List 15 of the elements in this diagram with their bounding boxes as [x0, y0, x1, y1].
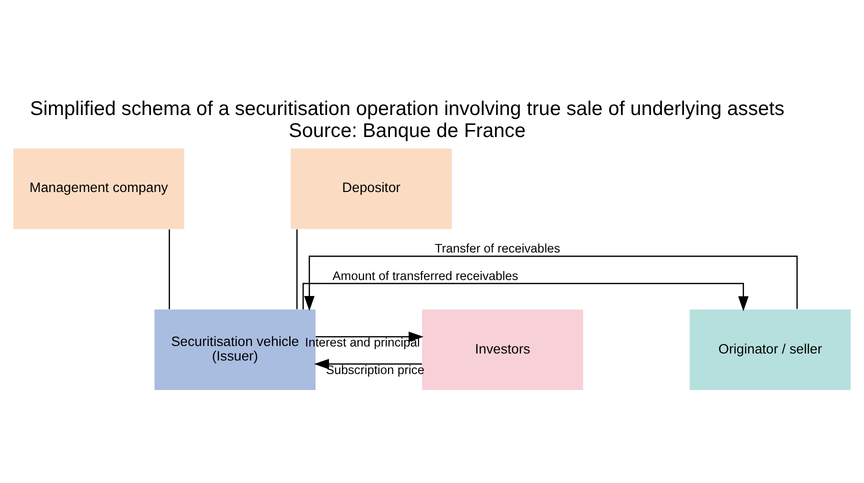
- caption: Source: Banque de France: [288, 120, 526, 142]
- edge-label: Interest and principal: [305, 335, 420, 350]
- arrow: [316, 331, 424, 342]
- arrow: [314, 358, 422, 369]
- connector: [168, 228, 170, 309]
- edge-label: Amount of transferred receivables: [332, 268, 518, 282]
- node-box: Management company: [13, 148, 184, 228]
- node-box: Depositor: [290, 148, 452, 228]
- connector: [296, 228, 298, 309]
- edge-label: Transfer of receivables: [434, 241, 560, 256]
- arrow: [304, 255, 798, 310]
- edge-label: Subscription price: [326, 362, 424, 376]
- node-box: Originator / seller: [690, 309, 851, 390]
- arrow: [302, 282, 749, 311]
- diagram-title: Simplified schema of a securitisation operation involving true sale of underlying assets: [30, 97, 784, 120]
